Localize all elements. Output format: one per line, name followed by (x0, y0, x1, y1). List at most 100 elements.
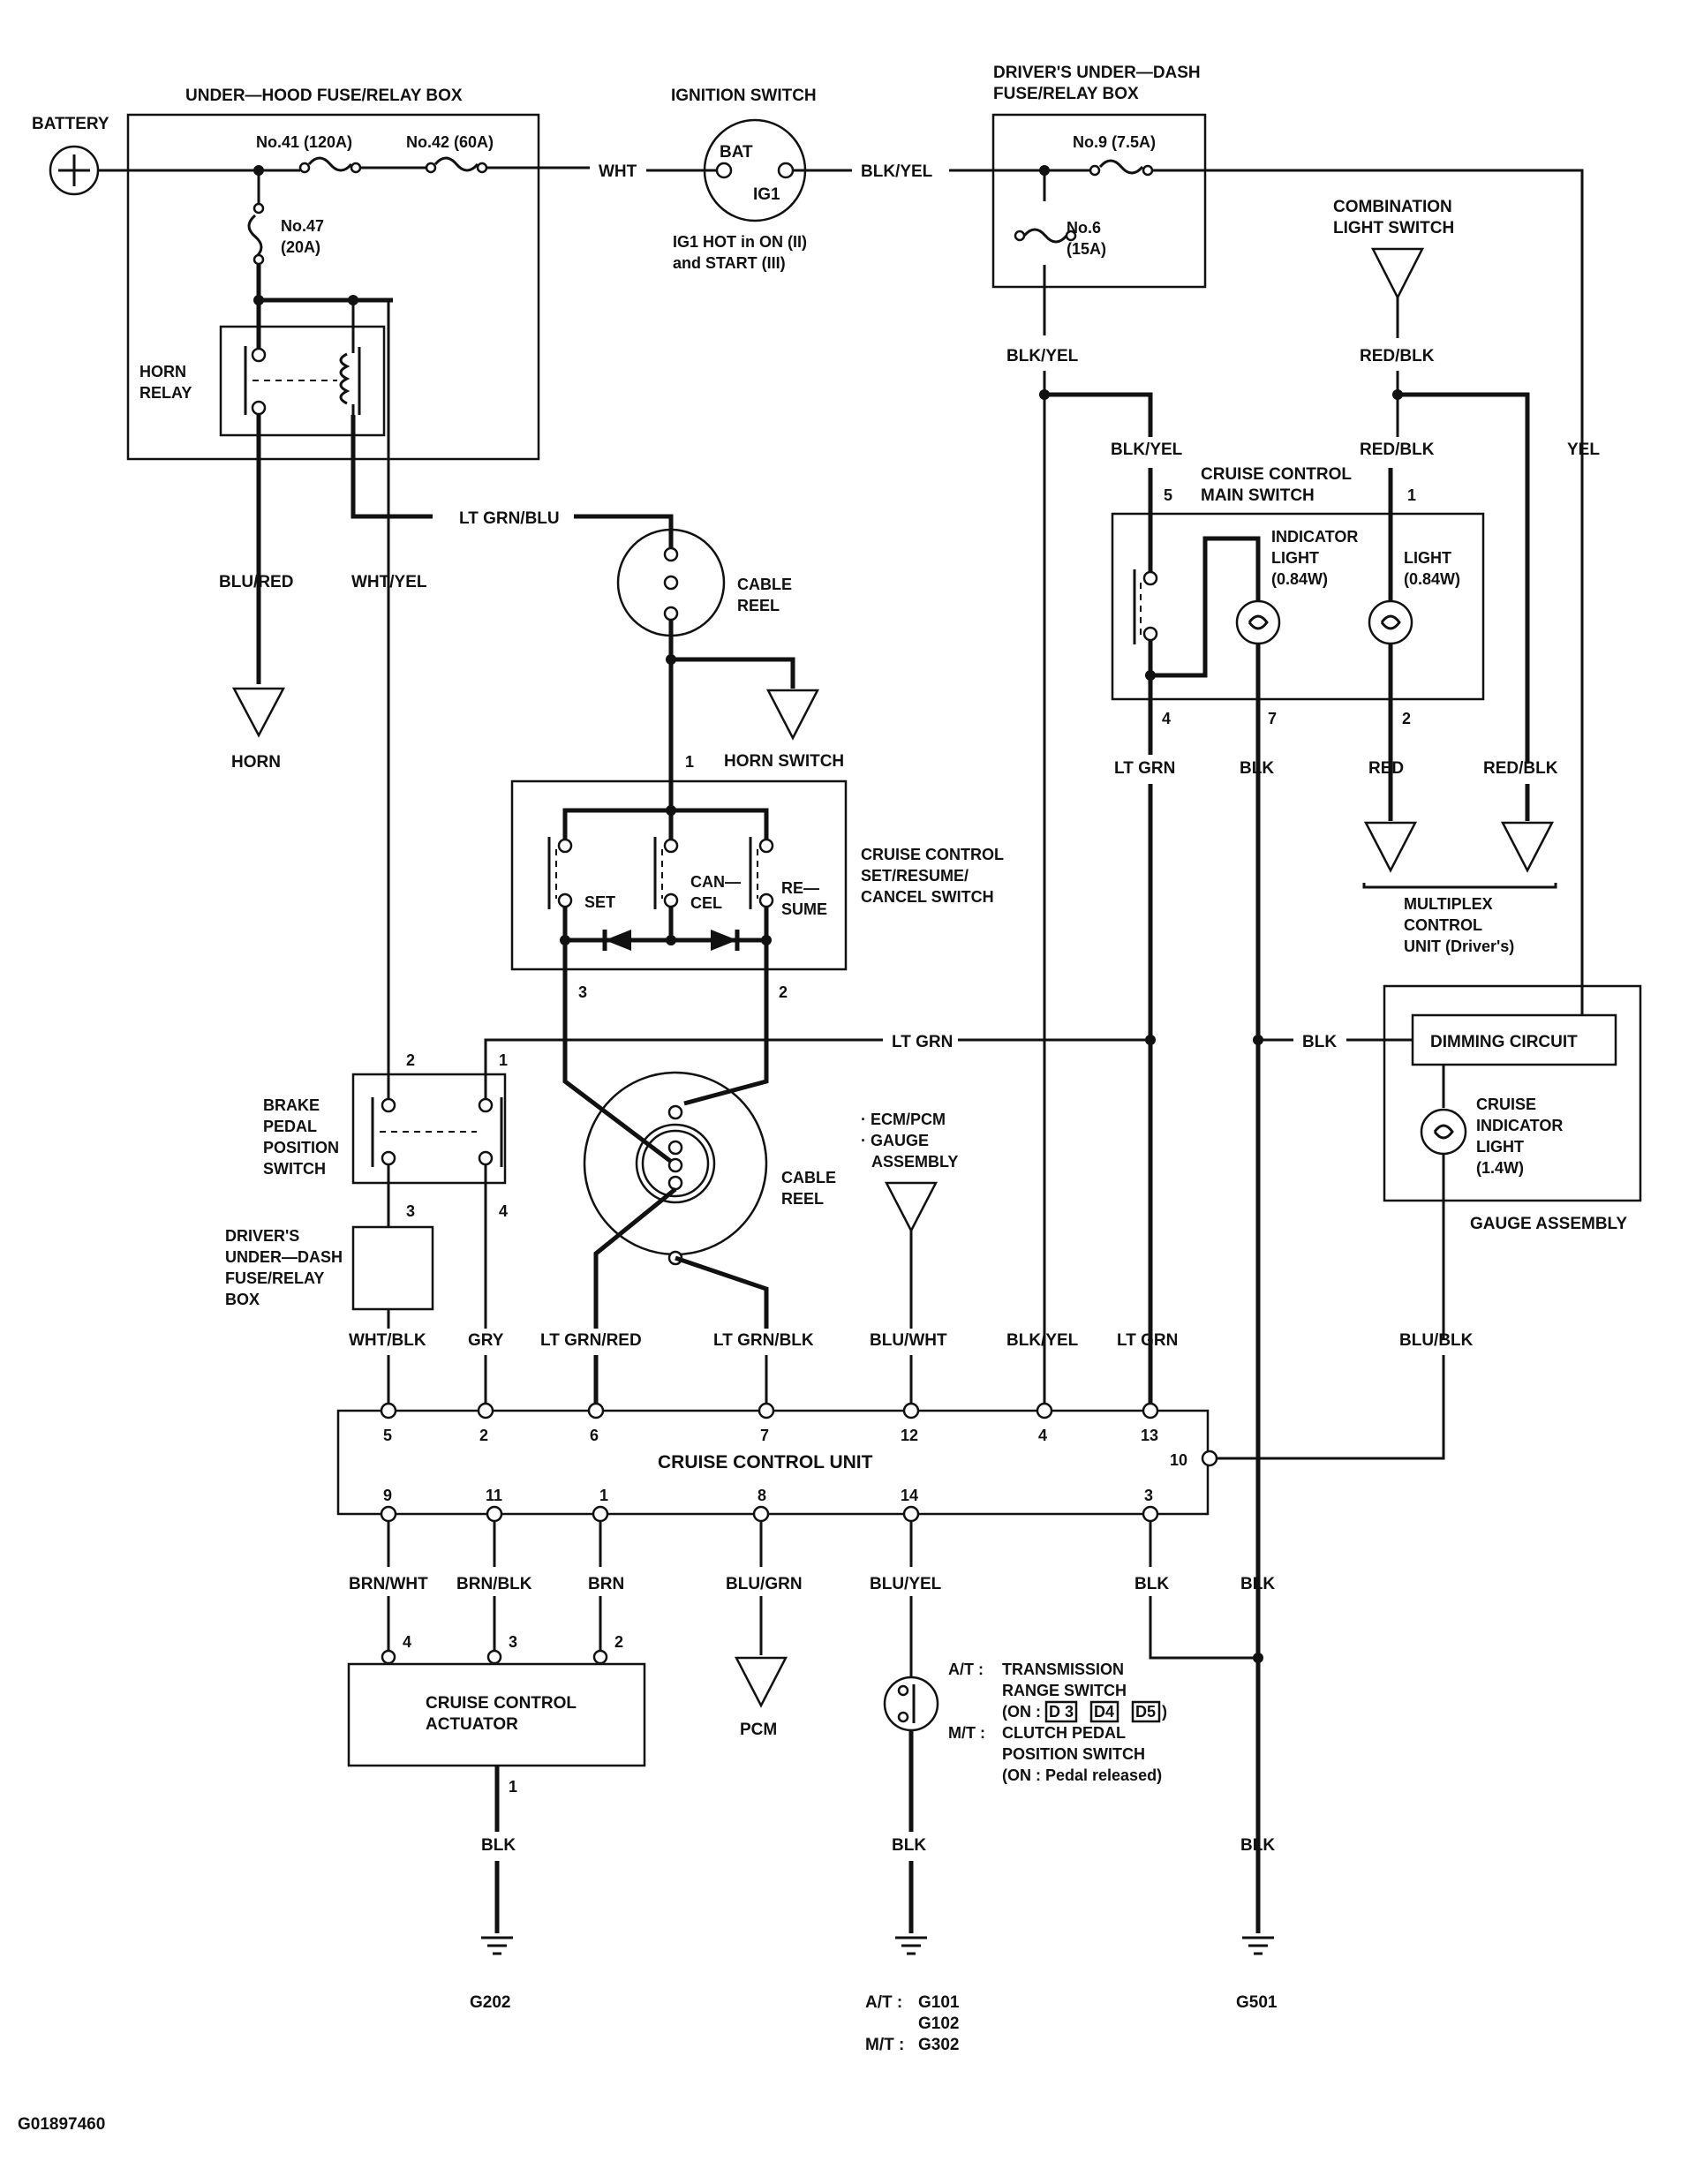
horn-switch-label: HORN SWITCH (724, 752, 844, 771)
wire-blk-mid-label: BLK (1302, 1033, 1337, 1051)
wire-blu-yel-label: BLU/YEL (870, 1575, 942, 1593)
g501-label: G501 (1236, 1993, 1278, 2012)
dimming-circuit (1411, 1013, 1617, 1066)
fuse-9-label: No.9 (7.5A) (1073, 133, 1156, 151)
under-hood-box-label: UNDER—HOOD FUSE/RELAY BOX (185, 87, 463, 105)
main-switch-pin-2: 2 (1402, 710, 1411, 727)
cc-main-switch-label-2: MAIN SWITCH (1201, 486, 1315, 505)
ccu-pin-7: 7 (760, 1427, 769, 1444)
gauge-assembly-label: GAUGE ASSEMBLY (1470, 1215, 1627, 1233)
ccu-pin-9: 9 (383, 1487, 392, 1504)
under-hood-fuse-relay-box: UNDER—HOOD FUSE/RELAY BOX No.41 (120A) N… (126, 87, 540, 461)
brake-pedal-position-switch (351, 1073, 507, 1185)
pcm-triangle (734, 1656, 788, 1708)
ecm-label: · ECM/PCM (861, 1111, 946, 1128)
g-mt-label: M/T : (865, 2036, 904, 2054)
ccu-pin-14: 14 (901, 1487, 918, 1504)
switch-pin-1: 1 (685, 753, 694, 771)
diode-set (605, 930, 631, 951)
ccu-pin-1: 1 (599, 1487, 608, 1504)
ground-g202: G202 (470, 1936, 513, 2012)
wire-blk-yel-3-label: BLK/YEL (1006, 1331, 1079, 1350)
fuse-6-label: No.6 (1067, 219, 1101, 237)
indicator-light-label: INDICATOR (1271, 528, 1358, 546)
at-on-label: (ON : (1002, 1703, 1041, 1721)
main-switch-pin-5: 5 (1164, 486, 1172, 504)
bpp-label-2: PEDAL (263, 1118, 317, 1135)
bpp-label: BRAKE (263, 1096, 320, 1114)
mux-bracket (1362, 883, 1557, 889)
ignition-ig1-label: IG1 (753, 185, 780, 204)
drv-box-2-label-3: FUSE/RELAY (225, 1269, 324, 1287)
wire-gry-label: GRY (468, 1331, 504, 1350)
d4-label: D4 (1094, 1703, 1114, 1721)
at-text-2: RANGE SWITCH (1002, 1682, 1127, 1699)
light-rating: (0.84W) (1404, 570, 1460, 588)
cruise-indicator-rating: (1.4W) (1476, 1159, 1524, 1177)
fuse-42-label: No.42 (60A) (406, 133, 494, 151)
indicator-light-label-2: LIGHT (1271, 549, 1319, 567)
bpp-label-4: SWITCH (263, 1160, 326, 1178)
mux-triangle-red (1363, 821, 1418, 873)
wire-yel-label: YEL (1567, 441, 1600, 459)
fuse-47-label: No.47 (281, 217, 324, 235)
wire-lt-grn-red-label: LT GRN/RED (540, 1331, 642, 1350)
mux-label: MULTIPLEX (1404, 895, 1493, 913)
battery: BATTERY (32, 115, 109, 196)
wire-lt-grn-mid-label: LT GRN (892, 1033, 953, 1051)
mt-text-3: (ON : Pedal released) (1002, 1766, 1162, 1784)
figure-id: G01897460 (18, 2115, 105, 2134)
mt-text-2: POSITION SWITCH (1002, 1745, 1145, 1763)
diode-resume (711, 930, 737, 951)
wire-blu-wht-label: BLU/WHT (870, 1331, 947, 1350)
bpp-pin-1: 1 (499, 1051, 508, 1069)
wire-lt-grn-blu-label: LT GRN/BLU (459, 509, 560, 528)
bpp-label-3: POSITION (263, 1139, 339, 1156)
cable-reel-2-label: CABLE (781, 1169, 836, 1186)
cruise-indicator-label-2: INDICATOR (1476, 1117, 1563, 1134)
bpp-pin-4: 4 (499, 1202, 508, 1220)
horn-relay-label: HORN (139, 363, 186, 380)
ccu-pin-2: 2 (479, 1427, 488, 1444)
ig1-hot-label: IG1 HOT in ON (II) (673, 233, 807, 251)
wire-blk-yel-1-label: BLK/YEL (1006, 347, 1079, 365)
cc-set-switch-label: CRUISE CONTROL (861, 846, 1004, 863)
main-switch-pin-1: 1 (1407, 486, 1416, 504)
wire-red-label: RED (1368, 759, 1404, 778)
g101-label: G101 (918, 1993, 960, 2012)
combo-switch-triangle (1370, 247, 1425, 300)
mux-triangle-red-blk (1500, 821, 1555, 873)
cable-reel-2-label-2: REEL (781, 1190, 824, 1208)
dimming-circuit-label: DIMMING CIRCUIT (1430, 1033, 1578, 1051)
ccu-pin-10: 10 (1170, 1451, 1187, 1469)
indicator-light-rating: (0.84W) (1271, 570, 1328, 588)
cancel-label-2: CEL (690, 894, 722, 912)
wire-brn-blk-label: BRN/BLK (456, 1575, 532, 1593)
ccu-label: CRUISE CONTROL UNIT (658, 1452, 873, 1472)
fuse-6-rating: (15A) (1067, 240, 1106, 258)
wire-blu-blk-label: BLU/BLK (1399, 1331, 1474, 1350)
cruise-indicator-bulb (1420, 1108, 1467, 1156)
wire-blk-2-label: BLK (1134, 1575, 1169, 1593)
pcm-label: PCM (740, 1721, 777, 1739)
wire-lt-grn-1-label: LT GRN (1114, 759, 1175, 778)
bpp-pin-3: 3 (406, 1202, 415, 1220)
wire-brn-label: BRN (588, 1575, 624, 1593)
wire-wht-yel-label: WHT/YEL (351, 573, 427, 591)
cable-reel-1-label: CABLE (737, 576, 792, 593)
light-label: LIGHT (1404, 549, 1451, 567)
fuse-41-symbol (307, 156, 353, 172)
cc-set-switch-label-2: SET/RESUME/ (861, 867, 969, 885)
ccu-pin-12: 12 (901, 1427, 918, 1444)
cruise-indicator-label: CRUISE (1476, 1096, 1536, 1113)
actuator-label: CRUISE CONTROL (426, 1694, 577, 1713)
wire-blk-yel-2-label: BLK/YEL (1111, 441, 1183, 459)
horn-relay-label-2: RELAY (139, 384, 192, 402)
gauge-assembly (1383, 984, 1642, 1202)
actuator-pin-1: 1 (509, 1778, 517, 1796)
g-at-label: A/T : (865, 1993, 902, 2012)
wire-blk-3-label: BLK (1240, 1575, 1275, 1593)
drv-box-2-label: DRIVER'S (225, 1227, 299, 1245)
g102-label: G102 (918, 2015, 959, 2033)
